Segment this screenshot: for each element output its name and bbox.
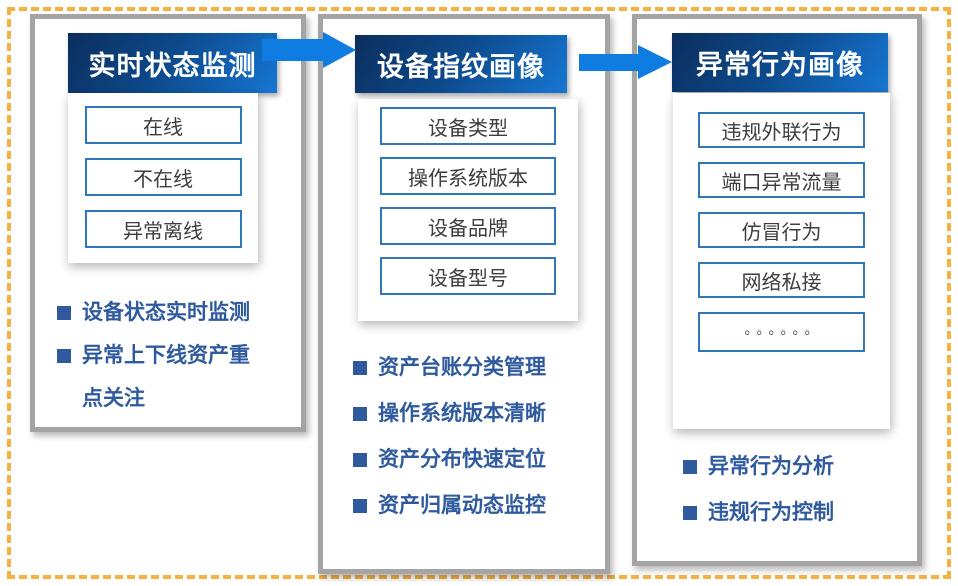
item-box: 网络私接 <box>698 262 865 298</box>
bullet-text: 异常行为分析 <box>708 455 834 478</box>
panel-device-fingerprint-profile: 设备指纹画像 设备类型 操作系统版本 设备品牌 设备型号 资产台账分类管理 操作… <box>318 14 610 574</box>
bullet-text: 违规行为控制 <box>708 501 834 524</box>
arrow-right-2-icon <box>579 45 672 79</box>
item-box: 在线 <box>84 106 242 144</box>
bullet-square-icon <box>57 306 71 320</box>
arrow-right-1-icon <box>262 32 356 68</box>
panel-header: 实时状态监测 <box>68 33 277 93</box>
bullet-square-icon <box>683 460 697 474</box>
box-card: 违规外联行为 端口异常流量 仿冒行为 网络私接 。。。。。。 <box>673 93 890 429</box>
bullet-item: 资产归属动态监控 <box>353 483 601 529</box>
panel-realtime-status-monitoring: 实时状态监测 在线 不在线 异常离线 设备状态实时监测 异常上下线资产重点关注 <box>30 14 306 432</box>
panel-header: 设备指纹画像 <box>355 35 567 93</box>
bullet-square-icon <box>683 506 697 520</box>
bullet-item: 违规行为控制 <box>683 490 908 536</box>
bullet-text: 异常上下线资产重点关注 <box>82 344 250 410</box>
bullet-item: 异常行为分析 <box>683 444 908 490</box>
bullet-item: 设备状态实时监测 <box>57 291 293 334</box>
item-box: 操作系统版本 <box>380 157 556 195</box>
bullet-square-icon <box>353 453 367 467</box>
item-box: 设备类型 <box>380 107 556 145</box>
item-box: 不在线 <box>84 158 242 196</box>
bullet-square-icon <box>353 499 367 513</box>
item-box: 异常离线 <box>84 210 242 248</box>
bullet-text: 资产台账分类管理 <box>378 356 546 379</box>
bullet-list: 资产台账分类管理 操作系统版本清晰 资产分布快速定位 资产归属动态监控 <box>353 345 601 529</box>
bullet-text: 操作系统版本清晰 <box>378 402 546 425</box>
bullet-list: 设备状态实时监测 异常上下线资产重点关注 <box>57 291 293 420</box>
ellipsis-box: 。。。。。。 <box>698 312 865 352</box>
item-box: 违规外联行为 <box>698 112 865 148</box>
box-card: 设备类型 操作系统版本 设备品牌 设备型号 <box>358 99 578 321</box>
panel-abnormal-behavior-profile: 异常行为画像 违规外联行为 端口异常流量 仿冒行为 网络私接 。。。。。。 异常… <box>632 14 922 566</box>
bullet-square-icon <box>353 407 367 421</box>
item-box: 设备品牌 <box>380 207 556 245</box>
box-card: 在线 不在线 异常离线 <box>68 93 258 263</box>
bullet-item: 资产台账分类管理 <box>353 345 601 391</box>
panel-header: 异常行为画像 <box>672 33 888 92</box>
bullet-text: 资产分布快速定位 <box>378 448 546 471</box>
bullet-list: 异常行为分析 违规行为控制 <box>683 444 908 536</box>
item-box: 端口异常流量 <box>698 162 865 198</box>
bullet-square-icon <box>57 349 71 363</box>
item-box: 仿冒行为 <box>698 212 865 248</box>
bullet-item: 异常上下线资产重点关注 <box>57 334 293 420</box>
bullet-text: 设备状态实时监测 <box>82 301 250 324</box>
bullet-text: 资产归属动态监控 <box>378 494 546 517</box>
bullet-item: 资产分布快速定位 <box>353 437 601 483</box>
item-box: 设备型号 <box>380 257 556 295</box>
bullet-square-icon <box>353 361 367 375</box>
bullet-item: 操作系统版本清晰 <box>353 391 601 437</box>
